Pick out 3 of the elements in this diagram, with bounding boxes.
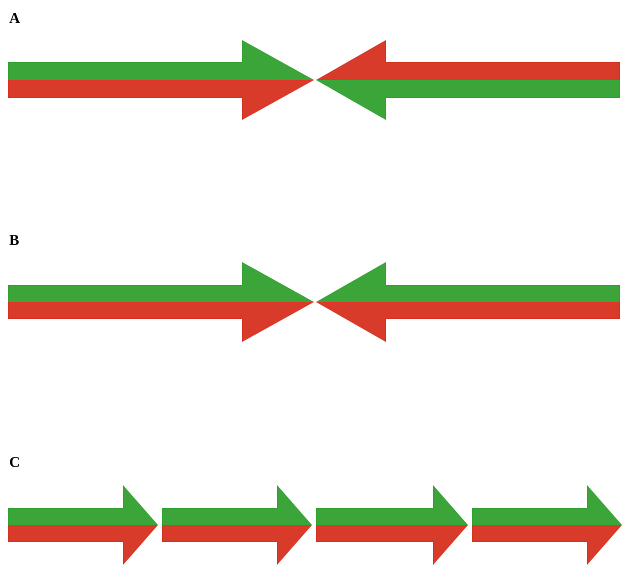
panel-label: A [9, 13, 20, 23]
panel-label: B [9, 235, 19, 245]
panel-label: C [10, 456, 19, 468]
